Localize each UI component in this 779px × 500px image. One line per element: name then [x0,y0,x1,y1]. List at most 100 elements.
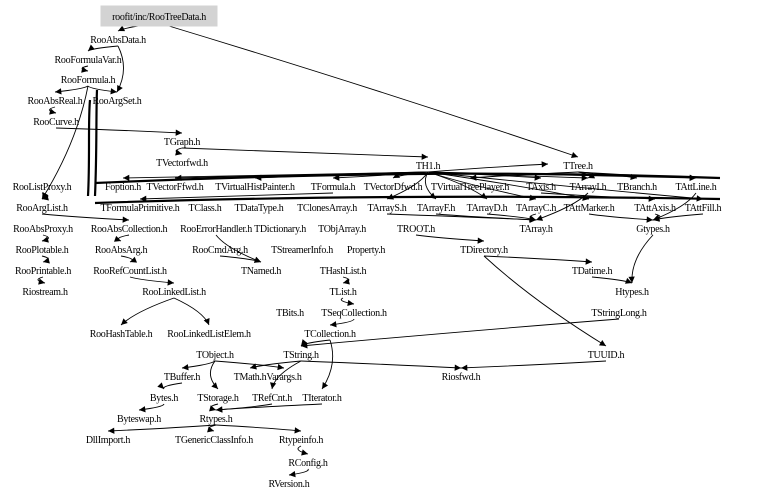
node-tdatime[interactable]: TDatime.h [572,266,613,277]
node-tdata-type[interactable]: TDataType.h [234,203,284,214]
node-roo-list-proxy[interactable]: RooListProxy.h [13,182,72,193]
node-byteswap[interactable]: Byteswap.h [117,414,162,425]
node-tstring-long[interactable]: TStringLong.h [591,308,647,319]
node-rtypes[interactable]: Rtypes.h [200,414,233,425]
node-label: Riosfwd.h [442,372,481,383]
node-tarray-s[interactable]: TArrayS.h [368,203,408,214]
node-tref-cnt[interactable]: TRefCnt.h [252,393,292,404]
node-tobj-array[interactable]: TObjArray.h [318,224,366,235]
node-riosfwd[interactable]: Riosfwd.h [442,372,481,383]
arrowhead-icon [167,279,174,286]
node-tdictionary[interactable]: TDictionary.h [254,224,306,235]
node-tlist[interactable]: TList.h [329,287,357,298]
node-tstring[interactable]: TString.h [283,350,319,361]
node-tvector-dfwd[interactable]: TVectorDfwd.h [364,182,423,193]
node-bytes[interactable]: Bytes.h [150,393,179,404]
node-tstorage[interactable]: TStorage.h [197,393,239,404]
node-label: RooPlotable.h [15,245,68,256]
node-rconfig[interactable]: RConfig.h [288,458,328,469]
node-riostream[interactable]: Riostream.h [22,287,68,298]
node-roo-hash-table[interactable]: RooHashTable.h [90,329,153,340]
node-roo-linked-list-elem[interactable]: RooLinkedListElem.h [167,329,251,340]
node-tcollection[interactable]: TCollection.h [304,329,356,340]
node-tarray[interactable]: TArray.h [519,224,553,235]
node-roo-ref-count-list[interactable]: RooRefCountList.h [93,266,167,277]
node-titerator[interactable]: TIterator.h [302,393,342,404]
node-taxis[interactable]: TAxis.h [526,182,556,193]
node-dll-import[interactable]: DllImport.h [86,435,131,446]
root-node-box [100,5,218,27]
node-roo-abs-collection[interactable]: RooAbsCollection.h [91,224,168,235]
node-th1[interactable]: TH1.h [416,161,441,172]
node-tgeneric-class-info[interactable]: TGenericClassInfo.h [175,435,253,446]
edge-gtypes-to-htypes [631,234,654,284]
node-tdirectory[interactable]: TDirectory.h [460,245,508,256]
node-roo-plotable[interactable]: RooPlotable.h [15,245,69,256]
node-tformula-primitive[interactable]: TFormulaPrimitive.h [100,203,180,214]
node-tseq-collection[interactable]: TSeqCollection.h [321,308,387,319]
node-roo-tree-data[interactable]: roofit/inc/RooTreeData.h [100,5,218,27]
node-tclones-array[interactable]: TClonesArray.h [297,203,357,214]
arrowhead-icon [585,258,592,265]
node-tgraph[interactable]: TGraph.h [164,137,201,148]
node-property[interactable]: Property.h [347,245,386,256]
node-tbits[interactable]: TBits.h [276,308,304,319]
node-varargs[interactable]: Varargs.h [266,372,302,383]
arrowhead-icon [624,277,632,284]
node-label: RVersion.h [269,479,310,490]
node-tarray-i[interactable]: TArrayI.h [570,182,607,193]
node-roo-printable[interactable]: RooPrintable.h [15,266,72,277]
node-roo-cmd-arg[interactable]: RooCmdArg.h [192,245,248,256]
node-ttree[interactable]: TTree.h [563,161,593,172]
edge-rtypes-to-rtypeinfo [215,424,302,432]
node-tbuffer[interactable]: TBuffer.h [164,372,201,383]
node-roo-linked-list[interactable]: RooLinkedList.h [142,287,206,298]
node-tarray-c[interactable]: TArrayC.h [516,203,557,214]
node-tvirtual-hist-painter[interactable]: TVirtualHistPainter.h [215,182,295,193]
node-tbranch[interactable]: TBranch.h [617,182,657,193]
node-tuuid[interactable]: TUUID.h [588,350,625,361]
node-tarray-d[interactable]: TArrayD.h [467,203,508,214]
node-roo-error-handler[interactable]: RooErrorHandler.h [180,224,252,235]
node-tatt-axis[interactable]: TAttAxis.h [634,203,676,214]
node-label: Riostream.h [22,287,68,298]
node-tatt-line[interactable]: TAttLine.h [676,182,718,193]
node-tvector-ffwd[interactable]: TVectorFfwd.h [147,182,205,193]
node-roo-abs-arg[interactable]: RooAbsArg.h [95,245,148,256]
node-roo-curve[interactable]: RooCurve.h [33,117,79,128]
node-troot[interactable]: TROOT.h [397,224,436,235]
node-tatt-marker[interactable]: TAttMarker.h [564,203,615,214]
node-label: TArrayI.h [570,182,607,193]
node-tstreamer-info[interactable]: TStreamerInfo.h [271,245,333,256]
node-label: Bytes.h [150,393,178,404]
node-roo-abs-data[interactable]: RooAbsData.h [90,35,146,46]
node-tnamed[interactable]: TNamed.h [241,266,282,277]
node-roo-arg-list[interactable]: RooArgList.h [16,203,68,214]
node-label: TAxis.h [526,182,556,193]
node-thash-list[interactable]: THashList.h [320,266,367,277]
node-label: TStorage.h [197,393,238,404]
arrowhead-icon [581,174,588,181]
node-roo-formula-var[interactable]: RooFormulaVar.h [55,55,122,66]
node-tatt-fill[interactable]: TAttFill.h [685,203,722,214]
node-roo-arg-set[interactable]: RooArgSet.h [92,96,142,107]
node-rversion[interactable]: RVersion.h [269,479,311,490]
node-gtypes[interactable]: Gtypes.h [636,224,670,235]
node-tvirtual-tree-player[interactable]: TVirtualTreePlayer.h [431,182,510,193]
node-foption[interactable]: Foption.h [105,182,142,193]
node-tmath[interactable]: TMath.h [234,372,267,383]
node-roo-abs-real[interactable]: RooAbsReal.h [27,96,83,107]
node-label: RooAbsData.h [90,35,146,46]
node-tclass[interactable]: TClass.h [189,203,222,214]
node-tarray-f[interactable]: TArrayF.h [417,203,456,214]
arrowhead-icon [216,406,223,413]
node-tobject[interactable]: TObject.h [196,350,234,361]
node-htypes[interactable]: Htypes.h [615,287,649,298]
node-roo-formula[interactable]: RooFormula.h [61,75,116,86]
node-tvectorfwd[interactable]: TVectorfwd.h [156,158,208,169]
node-tformula[interactable]: TFormula.h [311,182,356,193]
node-roo-abs-proxy[interactable]: RooAbsProxy.h [13,224,73,235]
edge-th1-to-tatt-fill [427,171,704,200]
node-rtypeinfo[interactable]: Rtypeinfo.h [279,435,324,446]
node-label: RooRefCountList.h [93,266,167,277]
